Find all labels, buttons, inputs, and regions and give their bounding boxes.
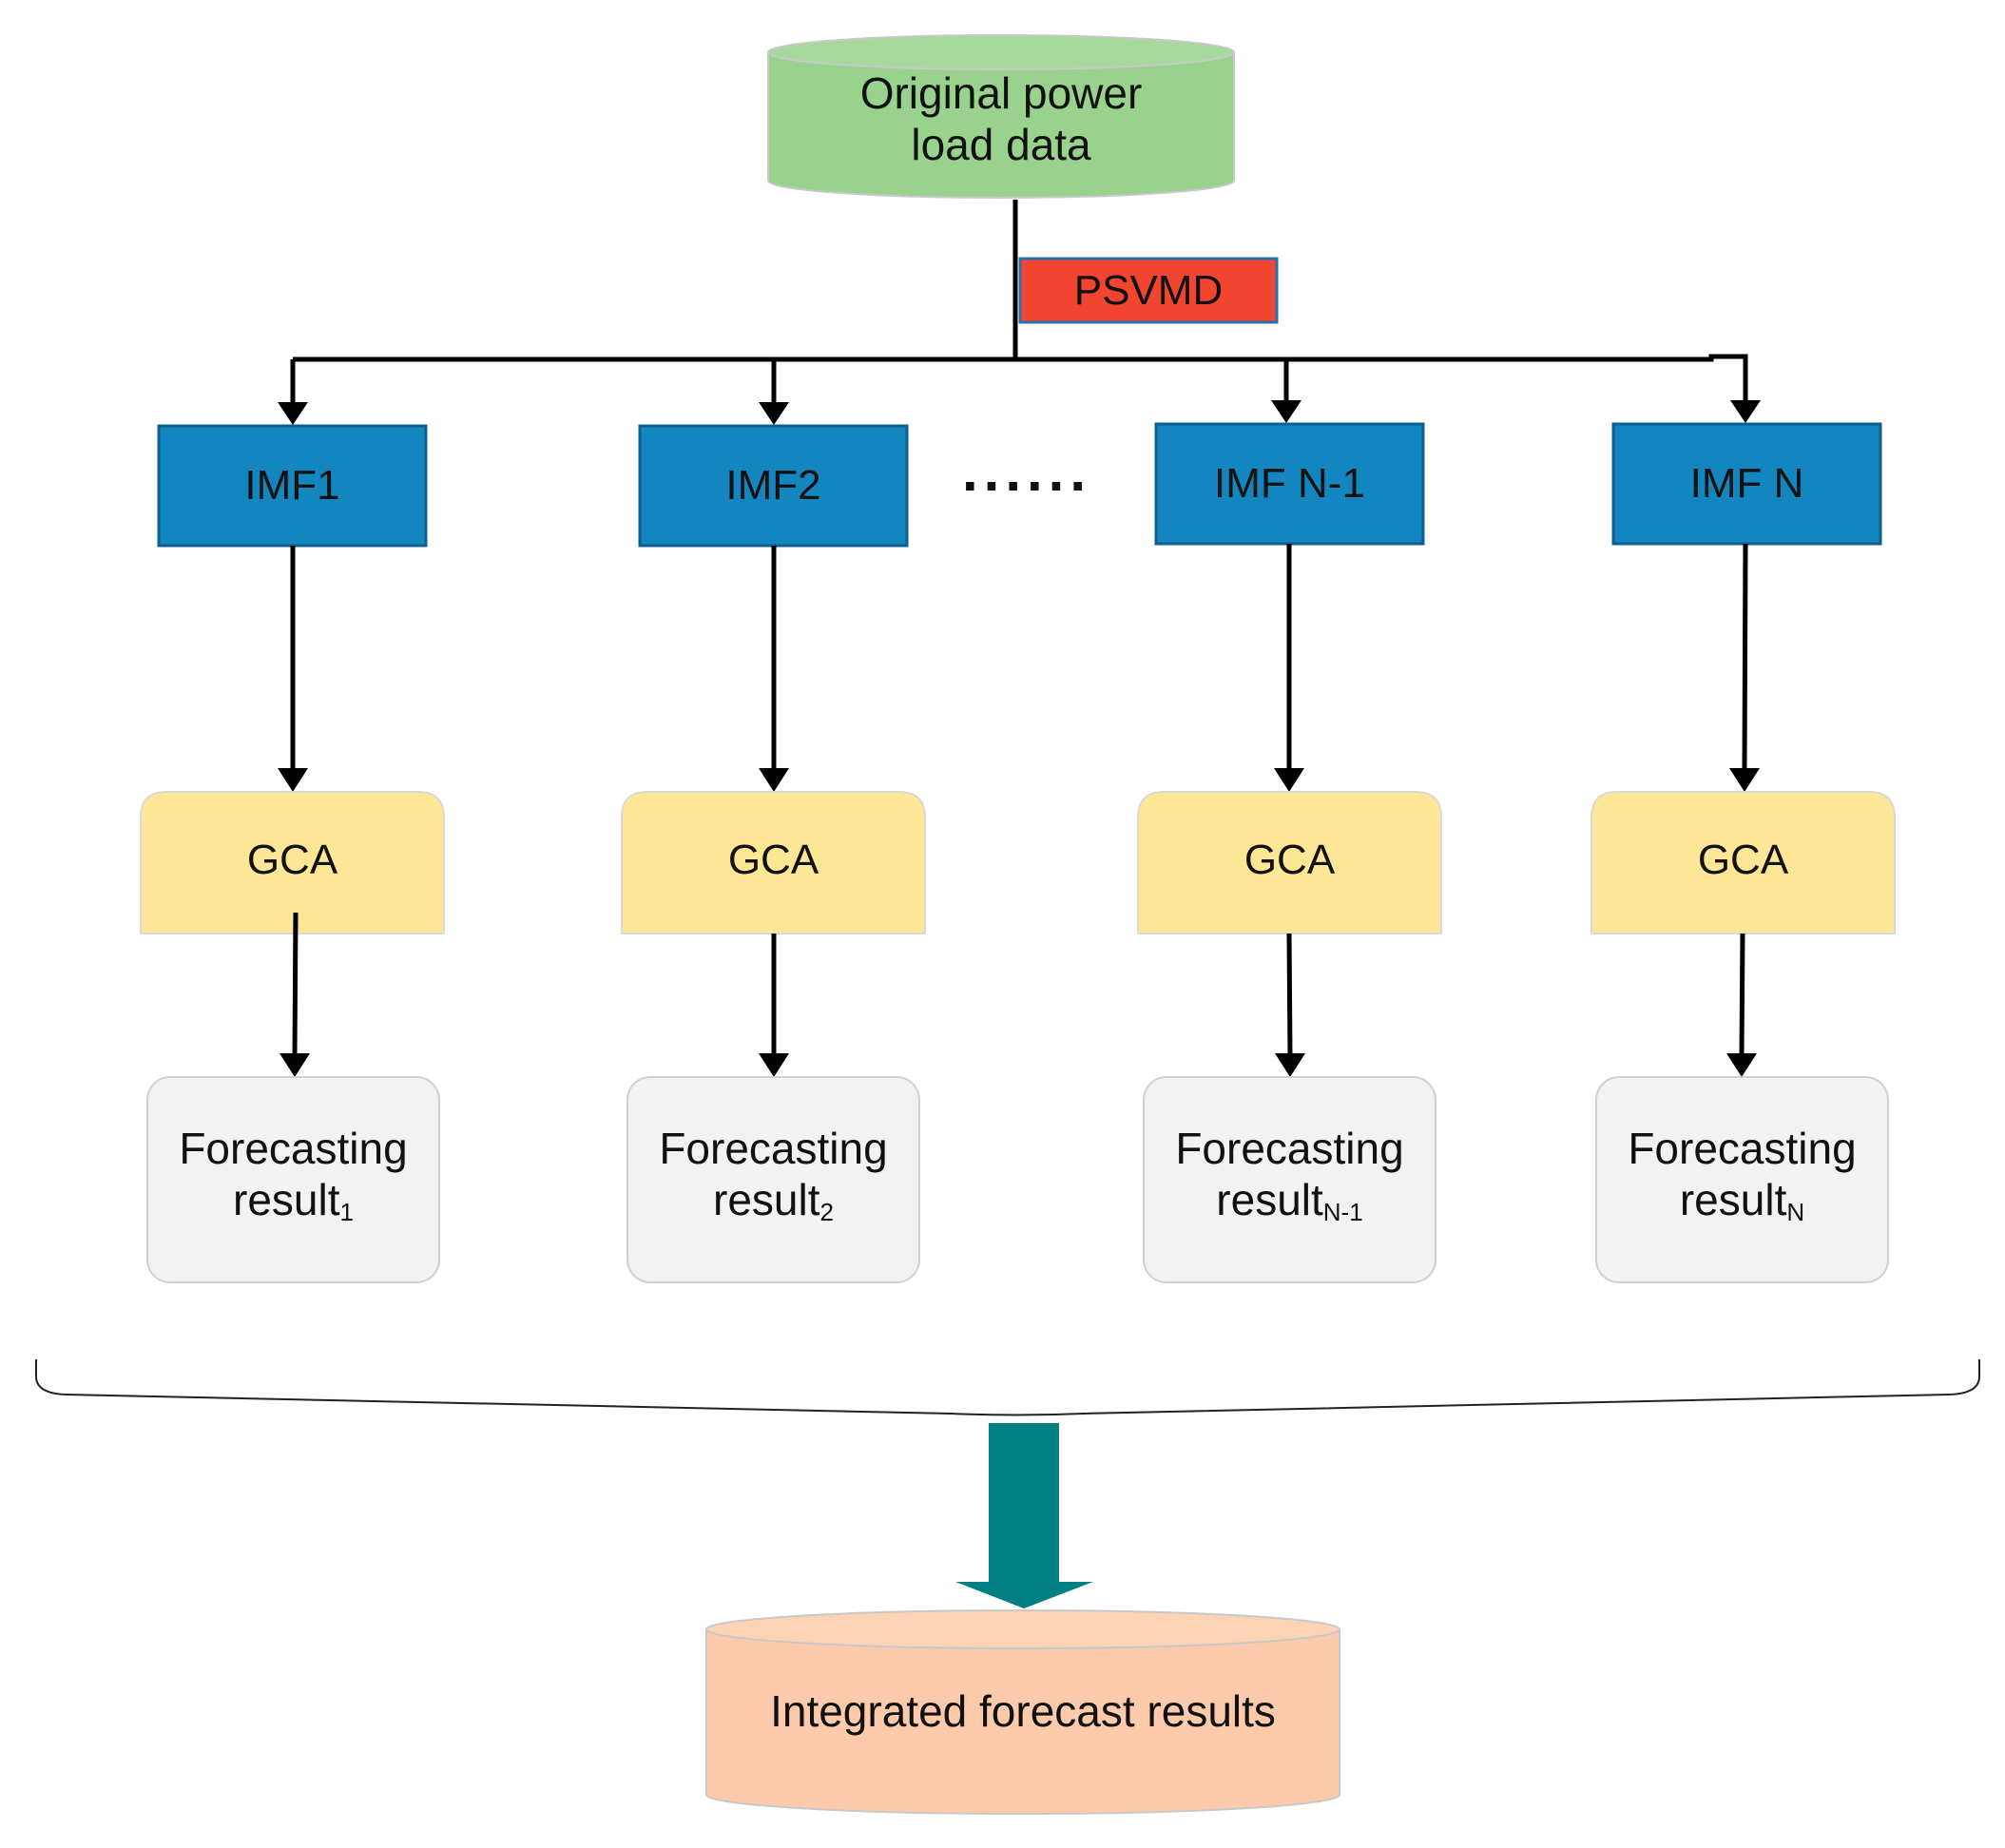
gca-to-result-arrows <box>280 912 1757 1077</box>
gap-marker: ...... <box>961 438 1092 503</box>
imf-label-1: IMF1 <box>244 462 340 509</box>
result-boxes <box>146 1076 1889 1283</box>
source-line2: load data <box>911 120 1091 169</box>
result-base-2: result2 <box>713 1174 834 1226</box>
merge-arrow <box>955 1423 1093 1608</box>
source-label: Original power load data <box>768 67 1234 171</box>
imf-boxes <box>157 422 1882 548</box>
merge-bracket <box>35 1359 1980 1416</box>
result-label-3: Forecasting resultN-1 <box>1144 1077 1436 1282</box>
result-sub-4: N <box>1786 1197 1805 1226</box>
imf-label-n: IMF N <box>1689 460 1804 507</box>
result-label-2: Forecasting result2 <box>627 1077 919 1282</box>
result-label-1: Forecasting result1 <box>147 1077 439 1282</box>
result-base-1: result1 <box>233 1174 354 1226</box>
result-word-1: Forecasting <box>179 1123 408 1173</box>
result-base-3: resultN-1 <box>1216 1174 1363 1226</box>
gca-label-2: GCA <box>727 837 819 883</box>
result-sub-3: N-1 <box>1322 1197 1363 1226</box>
distribution-line <box>293 354 1748 362</box>
source-line1: Original power <box>859 68 1143 118</box>
imf-feed-arrows <box>278 359 1761 425</box>
gca-label-4: GCA <box>1697 837 1789 883</box>
gca-label-1: GCA <box>246 837 338 883</box>
imf-label-n-1: IMF N-1 <box>1214 460 1365 507</box>
result-sub-1: 1 <box>339 1197 354 1226</box>
imf-label-2: IMF2 <box>725 462 821 509</box>
result-word-2: Forecasting <box>659 1123 888 1173</box>
gca-label-3: GCA <box>1243 837 1336 883</box>
psvmd-label: PSVMD <box>1073 266 1224 314</box>
result-word-3: Forecasting <box>1175 1123 1404 1173</box>
final-cylinder <box>705 1609 1340 1815</box>
final-label: Integrated forecast results <box>770 1686 1276 1736</box>
imf-to-gca-arrows <box>278 543 1760 792</box>
result-label-4: Forecasting resultN <box>1596 1077 1888 1282</box>
psvmd-box <box>1018 257 1279 324</box>
result-word-4: Forecasting <box>1628 1123 1857 1173</box>
source-cylinder <box>767 34 1235 199</box>
result-sub-2: 2 <box>819 1197 834 1226</box>
result-base-4: resultN <box>1679 1174 1805 1226</box>
gca-boxes <box>140 791 1896 934</box>
